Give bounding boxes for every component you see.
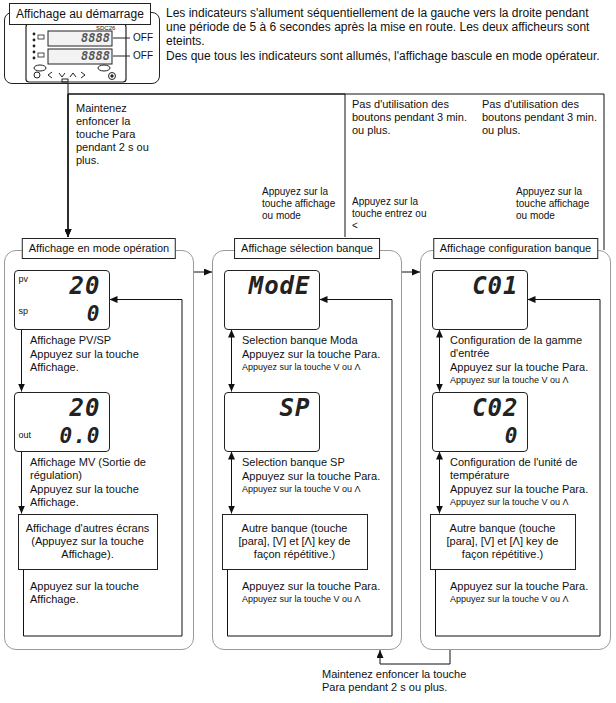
flow-arrow [380, 650, 450, 664]
startup-box: Affichage au démarrage [4, 12, 160, 84]
annotation: Appuyez sur la touche Para. [450, 580, 594, 593]
annotation: Les indicateurs s'allument séquentiellem… [166, 6, 606, 48]
annotation: Appuyez sur la touche V ou Λ [242, 594, 387, 605]
panel-heading: Affichage sélection banque [234, 238, 380, 259]
display-tag: pv [19, 275, 29, 284]
leader-lines [113, 38, 130, 56]
keypad [34, 65, 116, 82]
display-value: ModE [249, 274, 311, 298]
panel-heading: Affichage au démarrage [9, 3, 151, 25]
flow-arrow [439, 452, 440, 514]
flow-arrow [439, 330, 440, 392]
display-screen: C01 [432, 270, 528, 330]
annotation: Configuration de l'unité de température [450, 456, 594, 482]
annotation: Appuyez sur la touche Para. [450, 361, 594, 374]
annotation: Appuyez sur la touche Para. [242, 348, 387, 361]
annotation: Des que tous les indicateurs sont allumé… [166, 49, 606, 63]
annotation: Maintenez enfoncer la touche Para pendan… [76, 102, 150, 167]
flow-arrow [436, 300, 601, 637]
panel-heading: Affichage en mode opération [22, 238, 176, 259]
process-box: Autre banque (touche [para], [V] et [Λ] … [430, 514, 576, 570]
annotation: Appuyez sur la touche affichage ou mode [516, 186, 600, 221]
process-box: Affichage d'autres écrans (Appuyez sur l… [18, 514, 158, 570]
annotation: OFF [133, 50, 159, 62]
display-tag: out [19, 431, 32, 440]
transition-label: Appuyez sur la touche entrez ou < [352, 196, 430, 231]
display-value: C02 [472, 396, 518, 420]
flow-arrow [231, 452, 232, 514]
display-value: C01 [472, 274, 518, 298]
annotation: Configuration de la gamme d'entrée [450, 334, 594, 360]
flow-arrow [68, 94, 604, 250]
controller-body [26, 24, 126, 82]
annotation: Appuyez sur la touche V ou Λ [450, 497, 594, 508]
transition-label: Pas d'utilisation des boutons pendant 3 … [482, 98, 600, 137]
display-value: 0 [87, 304, 101, 325]
annotation: Selection banque SP [242, 456, 387, 469]
annotation: Appuyez sur la touche Para. [242, 580, 387, 593]
display-screen: C020 [432, 392, 528, 452]
annotation: Appuyez sur la touche Affichage. [30, 348, 170, 374]
box-text: Autre banque (touche [para], [V] et [Λ] … [228, 522, 362, 562]
display-tag: sp [19, 307, 29, 316]
box-text: Affichage d'autres écrans (Appuyez sur l… [24, 522, 152, 562]
display-value: 0.0 [60, 426, 101, 447]
box-text: Autre banque (touche [para], [V] et [Λ] … [436, 522, 570, 562]
annotation: Appuyez sur la touche V ou Λ [450, 594, 594, 605]
flow-arrow [24, 300, 183, 637]
display-value: 0 [505, 426, 519, 447]
flow-arrow [21, 330, 22, 392]
display-value: 20 [70, 274, 101, 298]
display-screen: 20 out 0.0 [14, 392, 110, 452]
display-screen: pv 20 sp 0 [14, 270, 110, 330]
process-box: Autre banque (touche [para], [V] et [Λ] … [222, 514, 368, 570]
annotation: Appuyez sur la touche affichage ou mode [262, 186, 342, 221]
annotation: Appuyez sur la touche Affichage. [30, 483, 170, 509]
flow-arrow [228, 300, 393, 637]
display-digits: 8888 [50, 50, 110, 62]
annotation: Affichage MV (Sortie de régulation) [30, 456, 170, 482]
annotation: Selection banque Moda [242, 334, 387, 347]
annotation: Appuyez sur la touche Affichage. [30, 580, 170, 606]
flow-arrow [231, 330, 232, 392]
panel-heading: Affichage configuration banque [433, 238, 598, 259]
indicator-leds [33, 33, 44, 60]
display-digits: 8888 [50, 32, 110, 44]
flow-arrow [402, 272, 420, 273]
annotation: OFF [133, 32, 159, 44]
annotation: Appuyez sur la touche Para. [450, 483, 594, 496]
display-value: SP [280, 396, 311, 420]
flow-arrow [21, 452, 22, 514]
lower-display [48, 49, 112, 64]
transition-label: Maintenez enfoncer la touche Para pendan… [322, 668, 482, 694]
annotation: Affichage PV/SP [30, 334, 170, 347]
display-screen: ModE [224, 270, 320, 330]
transition-label: Pas d'utilisation des boutons pendant 3 … [352, 98, 477, 137]
annotation: Appuyez sur la touche V ou Λ [450, 375, 594, 386]
display-screen: SP [224, 392, 320, 452]
flow-arrow [68, 94, 345, 237]
flow-arrow [194, 272, 212, 273]
display-value: 20 [70, 396, 101, 420]
annotation: Appuyez sur la touche Para. [242, 470, 387, 483]
upper-display [48, 31, 112, 46]
annotation: Appuyez sur la touche V ou Λ [242, 484, 387, 495]
annotation: Appuyez sur la touche V ou Λ [242, 362, 387, 373]
